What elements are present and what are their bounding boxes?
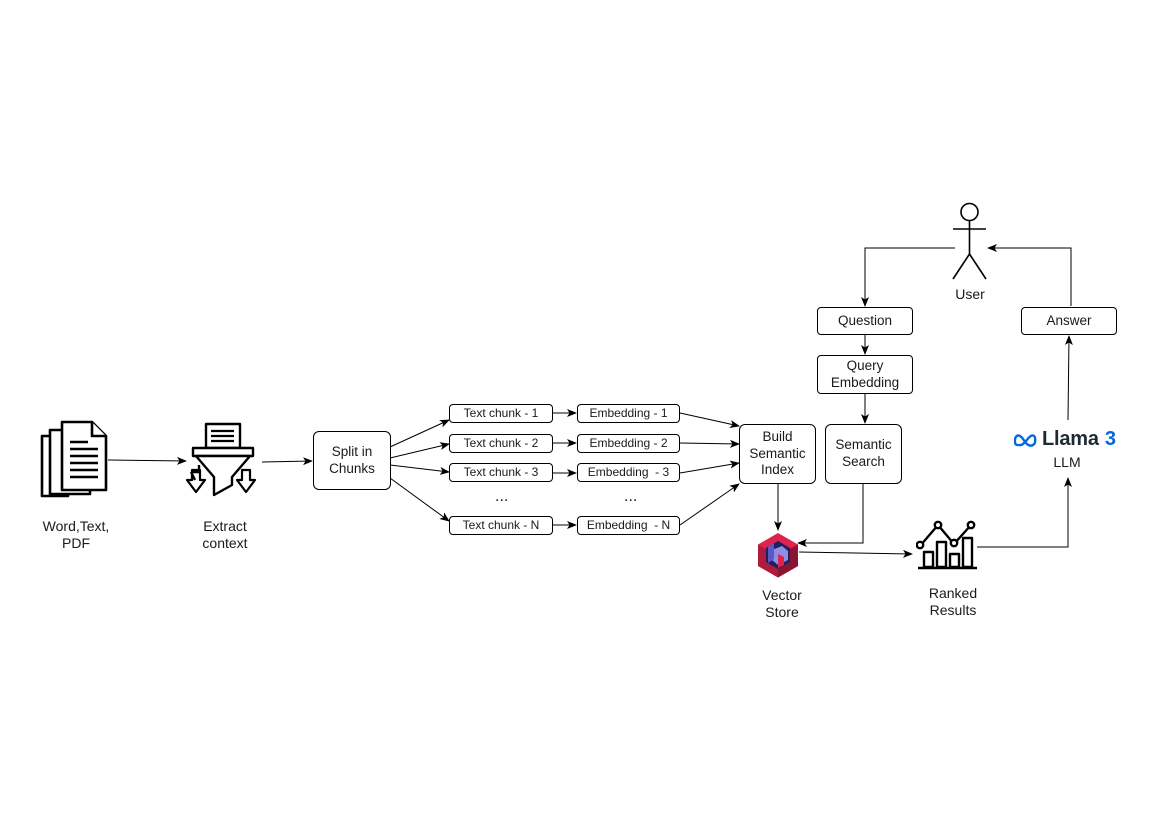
vector-store-label: Vector Store: [762, 587, 802, 620]
llama-3-logo: Llama 3: [1014, 428, 1116, 451]
meta-llama-logo-icon: [1014, 433, 1037, 447]
text-chunk-2-node: Text chunk - 2: [449, 434, 553, 453]
embedding-2-node: Embedding - 2: [577, 434, 680, 453]
arrow-split-to-chunk-3: [389, 464, 450, 475]
build-semantic-index-node: Build Semantic Index: [739, 424, 816, 484]
embedding-ellipsis: ...: [624, 488, 638, 505]
text-chunk-n-node: Text chunk - N: [449, 516, 553, 535]
qdrant-logo-icon: [758, 533, 798, 578]
arrow-split-to-chunk-n: [389, 477, 450, 522]
query-embedding-node: Query Embedding: [817, 355, 913, 394]
llm-label: LLM: [1053, 454, 1081, 470]
text-chunk-3-node: Text chunk - 3: [449, 463, 553, 482]
arrow-embedding-3-to-index: [679, 460, 740, 474]
chunk-ellipsis: ...: [495, 488, 509, 505]
arrow-user-to-question: [861, 247, 955, 307]
question-node: Question: [817, 307, 913, 335]
funnel-filter-icon: [185, 422, 257, 497]
arrow-vector-store-to-ranked: [798, 549, 913, 558]
arrow-docs-to-extract: [107, 456, 187, 465]
arrow-extract-to-split: [261, 457, 313, 466]
bar-chart-trend-icon: [916, 520, 977, 570]
ranked-results-label: Ranked Results: [928, 585, 978, 618]
answer-node: Answer: [1021, 307, 1117, 335]
embedding-n-node: Embedding - N: [577, 516, 680, 535]
arrow-answer-to-user: [987, 244, 1072, 306]
arrow-split-to-chunk-2: [389, 442, 450, 459]
documents-label: Word,Text, PDF: [42, 518, 110, 551]
arrow-embedding-1-to-index: [679, 412, 740, 428]
user-label: User: [955, 286, 985, 302]
documents-icon: [40, 420, 108, 498]
llm-brand: Llama: [1042, 428, 1099, 450]
split-in-chunks-node: Split in Chunks: [313, 431, 391, 490]
arrow-embedding-2-to-index: [679, 439, 740, 448]
semantic-search-node: Semantic Search: [825, 424, 902, 484]
arrow-split-to-chunk-1: [389, 419, 450, 448]
arrow-embedding-n-to-index: [679, 483, 740, 526]
arrow-llm-to-answer: [1064, 335, 1073, 421]
stick-figure-icon: [952, 202, 987, 280]
arrow-ranked-to-llm: [977, 477, 1072, 548]
embedding-3-node: Embedding - 3: [577, 463, 680, 482]
llm-version: 3: [1104, 428, 1116, 450]
embedding-1-node: Embedding - 1: [577, 404, 680, 423]
text-chunk-1-node: Text chunk - 1: [449, 404, 553, 423]
extract-label: Extract context: [202, 518, 248, 551]
arrow-search-to-vector-store: [797, 484, 864, 547]
